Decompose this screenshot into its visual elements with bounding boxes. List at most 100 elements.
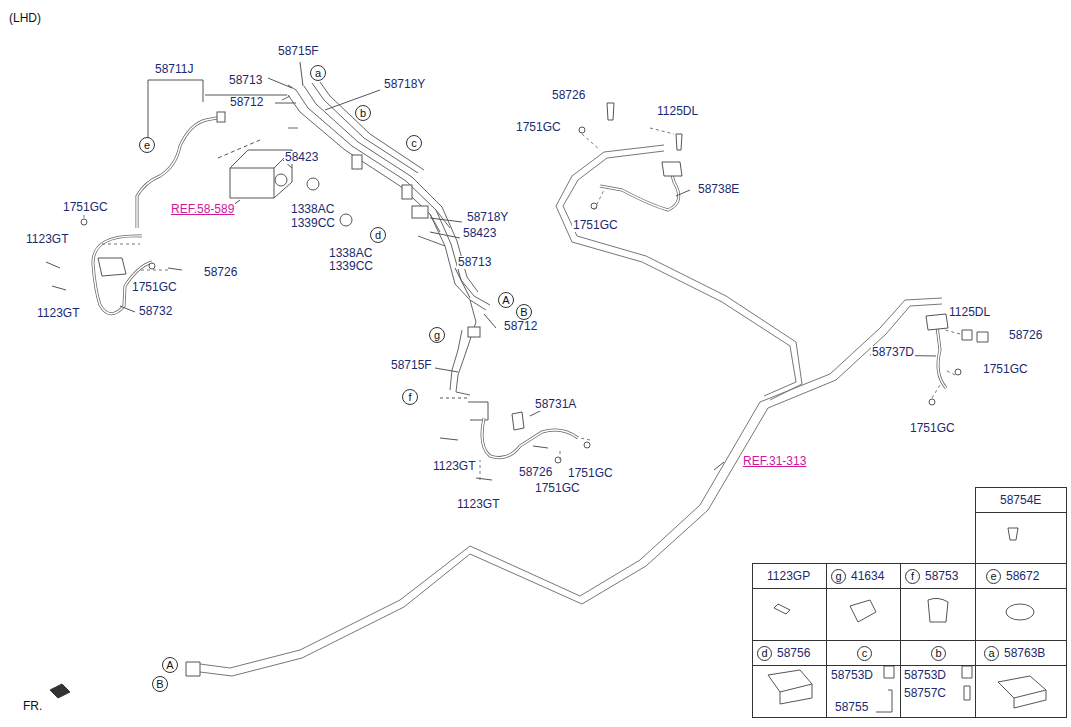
part-number: 58711J xyxy=(154,63,194,76)
part-number: 58753 xyxy=(925,570,958,583)
part-number: 58713 xyxy=(228,74,263,87)
header-rule xyxy=(901,665,975,666)
part-number: 58755 xyxy=(835,701,868,714)
callout-circle: A xyxy=(498,292,514,308)
reference-link: REF.58-589 xyxy=(170,203,235,216)
part-number: 1751GC xyxy=(567,467,614,480)
part-number: 58423 xyxy=(284,151,319,164)
header-rule xyxy=(976,512,1066,513)
table-cell: e 58672 xyxy=(975,563,1067,641)
part-number: 58726 xyxy=(518,466,553,479)
part-number: e xyxy=(986,569,1001,584)
part-number: 58753D xyxy=(904,669,946,682)
part-number: 58754E xyxy=(1000,494,1041,507)
table-cell: b 58753D 58757C xyxy=(900,640,976,718)
part-number: 58731A xyxy=(534,398,577,411)
part-number: 1338AC xyxy=(328,247,373,260)
part-number: 58712 xyxy=(503,320,538,333)
part-number: 1125DL xyxy=(948,306,991,319)
table-cell: f 58753 xyxy=(900,563,976,641)
part-number: 58726 xyxy=(551,89,586,102)
part-number: d xyxy=(757,646,772,661)
part-number: 58713 xyxy=(457,256,492,269)
part-number: 58718Y xyxy=(466,211,509,224)
header-rule xyxy=(976,588,1066,589)
part-number: 1123GT xyxy=(432,460,476,473)
part-number: 58715F xyxy=(390,359,433,372)
part-number: 1751GC xyxy=(131,281,178,294)
callout-letter: B xyxy=(156,679,163,690)
callout-letter: e xyxy=(144,140,150,151)
part-number: 1751GC xyxy=(982,363,1029,376)
part-number: f xyxy=(905,569,920,584)
header-rule xyxy=(753,588,826,589)
part-number: 1338AC xyxy=(290,203,335,216)
table-cell: d 58756 xyxy=(752,640,827,718)
header-rule xyxy=(753,665,826,666)
part-number: 1123GP xyxy=(767,570,810,583)
part-number: 1751GC xyxy=(534,482,581,495)
part-number: 1125DL xyxy=(656,105,699,118)
header-rule xyxy=(976,665,1066,666)
part-number: 58738E xyxy=(697,183,740,196)
header-rule xyxy=(827,588,900,589)
reference-link: REF.31-313 xyxy=(742,455,807,468)
part-number: 58726 xyxy=(1008,329,1043,342)
table-cell: g 41634 xyxy=(826,563,901,641)
part-number: 58763B xyxy=(1004,647,1045,660)
part-number: 58753D xyxy=(831,669,873,682)
part-number: 58737D xyxy=(871,346,915,359)
callout-letter: a xyxy=(315,68,321,79)
part-number: 1339CC xyxy=(290,217,336,230)
part-number: 58726 xyxy=(203,266,238,279)
part-number: 1751GC xyxy=(515,121,562,134)
part-number: 1751GC xyxy=(572,219,619,232)
part-number: 1123GT xyxy=(25,233,69,246)
callout-circle: f xyxy=(402,389,418,405)
callout-letter: A xyxy=(502,295,509,306)
callout-letter: f xyxy=(408,392,411,403)
part-number: g xyxy=(831,569,846,584)
callout-letter: A xyxy=(166,660,173,671)
part-number: 41634 xyxy=(851,570,884,583)
table-cell: c 58753D 58755 xyxy=(826,640,901,718)
part-number: 1751GC xyxy=(62,201,109,214)
part-number: 1339CC xyxy=(328,260,374,273)
callout-circle: c xyxy=(406,135,422,151)
callout-letter: b xyxy=(360,108,366,119)
callout-letter: d xyxy=(375,230,381,241)
callout-circle: a xyxy=(310,65,326,81)
header-rule xyxy=(901,588,975,589)
part-number: 58712 xyxy=(229,96,264,109)
callout-circle: A xyxy=(162,657,178,673)
callout-circle: B xyxy=(152,676,168,692)
part-number: 1751GC xyxy=(909,422,956,435)
part-number: 58732 xyxy=(138,305,173,318)
callout-circle: b xyxy=(355,105,371,121)
part-number: FR. xyxy=(22,700,43,713)
callout-circle: e xyxy=(139,137,155,153)
part-number: (LHD) xyxy=(8,12,42,25)
part-number: 1123GT xyxy=(456,498,500,511)
part-number: 1123GT xyxy=(36,307,80,320)
callout-letter: c xyxy=(411,138,417,149)
part-number: 58757C xyxy=(904,687,946,700)
table-cell: 58754E xyxy=(975,487,1067,564)
part-number: c xyxy=(857,646,872,661)
part-number: a xyxy=(984,646,999,661)
callout-letter: g xyxy=(434,330,440,341)
part-number: 58756 xyxy=(777,647,810,660)
header-rule xyxy=(827,665,900,666)
part-number: b xyxy=(931,646,946,661)
table-cell: 1123GP xyxy=(752,563,827,641)
part-number: 58715F xyxy=(277,45,320,58)
part-number: 58718Y xyxy=(383,78,426,91)
callout-circle: B xyxy=(516,304,532,320)
callout-letter: B xyxy=(520,307,527,318)
table-cell: a 58763B xyxy=(975,640,1067,718)
part-number: 58672 xyxy=(1006,570,1039,583)
part-number: 58423 xyxy=(462,227,497,240)
callout-circle: d xyxy=(370,227,386,243)
callout-circle: g xyxy=(429,327,445,343)
